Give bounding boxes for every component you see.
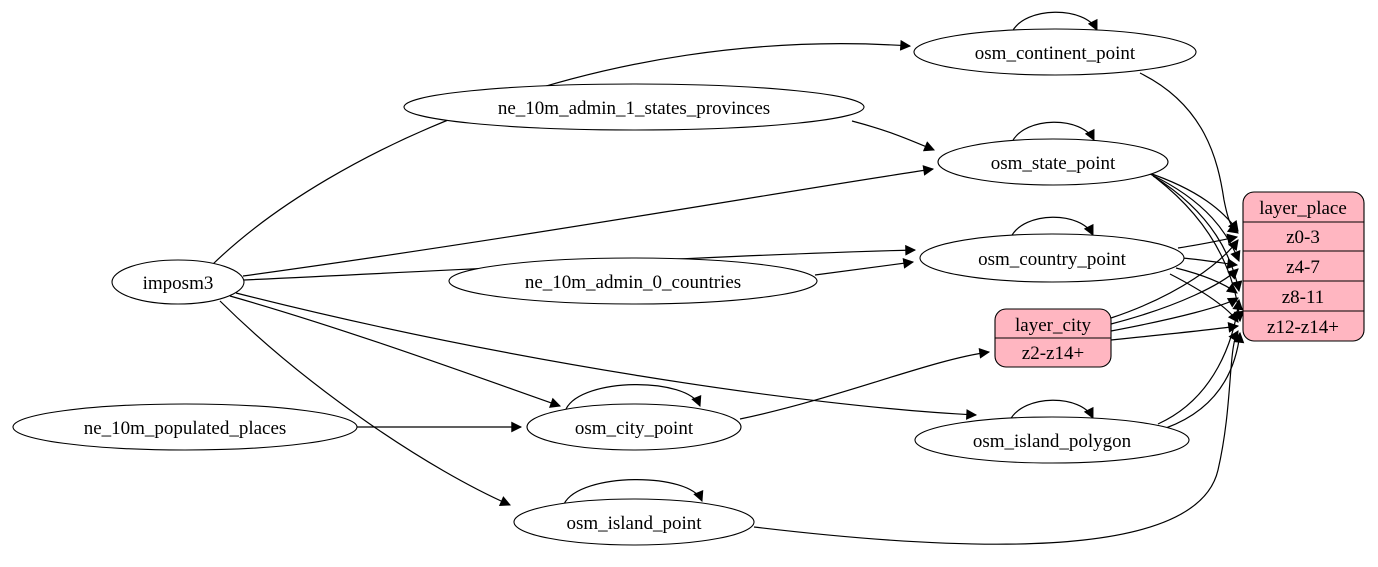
edge-osm_country_point-layer_place-z8-11 <box>1175 267 1238 294</box>
imposm3-label: imposm3 <box>143 273 214 294</box>
edge-group <box>211 11 1245 545</box>
osm_island_point-label: osm_island_point <box>566 513 702 534</box>
ne_10m_populated_places-ellipse <box>12 403 358 451</box>
edge-layer_city-layer_place-z12 <box>1110 322 1240 341</box>
node-osm_state_point: osm_state_point <box>937 138 1169 186</box>
edge-osm_state_point-layer_place-z4-7 <box>1149 173 1241 263</box>
node-imposm3: imposm3 <box>111 259 245 305</box>
layer_place-row-z12-z14: z12-z14+ <box>1267 317 1339 338</box>
edge-imposm3-osm_island_point <box>219 300 511 507</box>
osm_state_point-label: osm_state_point <box>991 153 1116 174</box>
osm_country_point-label: osm_country_point <box>978 249 1126 270</box>
ne_10m_admin_1_states_provinces-label: ne_10m_admin_1_states_provinces <box>498 98 770 119</box>
node-osm_island_point: osm_island_point <box>513 498 755 546</box>
record-layer_place: layer_place z0-3 z4-7 z8-11 z12-z14+ <box>1242 191 1365 342</box>
ne_10m_populated_places-label: ne_10m_populated_places <box>84 418 287 439</box>
osm_island_polygon-label: osm_island_polygon <box>973 431 1132 452</box>
node-ne_10m_admin_0_countries: ne_10m_admin_0_countries <box>448 257 818 305</box>
edge-osm_country_point-layer_place-z4-7 <box>1181 257 1239 270</box>
node-osm_city_point: osm_city_point <box>526 403 742 451</box>
layer_place-box <box>1242 191 1365 342</box>
osm_country_point-ellipse <box>919 233 1185 283</box>
osm_state_point-ellipse <box>937 138 1169 186</box>
edge-osm_country_point-layer_place-z0-3 <box>1177 233 1239 249</box>
ne_10m_admin_1_states_provinces-ellipse <box>403 83 865 131</box>
edge-imposm3-osm_city_point <box>229 295 562 408</box>
edge-layer_city-layer_place-z0-3 <box>1110 239 1239 319</box>
layer_city-title: layer_city <box>1015 315 1091 336</box>
node-ne_10m_populated_places: ne_10m_populated_places <box>12 403 358 451</box>
edge-imposm3-osm_state_point <box>242 165 935 277</box>
osm_city_point-label: osm_city_point <box>575 418 694 439</box>
ne_10m_admin_0_countries-label: ne_10m_admin_0_countries <box>525 272 741 293</box>
edge-layer_city-layer_place-z8-11 <box>1110 297 1239 332</box>
edge-osm_city_point-layer_city-z2 <box>739 347 991 420</box>
edge-osm_country_point-layer_place-z12 <box>1169 273 1239 323</box>
imposm3-ellipse <box>111 259 245 305</box>
self-loop-osm_state_point <box>1011 121 1095 143</box>
edge-imposm3-osm_continent_point <box>211 39 912 266</box>
layer_place-row-z0-3: z0-3 <box>1286 227 1320 248</box>
layer_place-row-z4-7: z4-7 <box>1286 257 1320 278</box>
self-loop-osm_country_point <box>1010 216 1094 238</box>
osm_continent_point-ellipse <box>913 28 1197 76</box>
edge-osm_state_point-layer_place-z0-3 <box>1145 171 1239 232</box>
layer_city-row-z2-z14: z2-z14+ <box>1022 343 1084 364</box>
edge-ne_10m_admin_1_states_provinces-osm_state_point <box>851 120 935 152</box>
edge-imposm3-osm_island_polygon <box>235 292 978 420</box>
edge-layer_city-layer_place-z4-7 <box>1110 268 1239 325</box>
node-ne_10m_admin_1_states_provinces: ne_10m_admin_1_states_provinces <box>403 83 865 131</box>
layer_place-row-z8-11: z8-11 <box>1282 287 1325 308</box>
self-loop-osm_continent_point <box>1011 11 1098 33</box>
osm_island_polygon-ellipse <box>914 416 1190 464</box>
record-layer_city: layer_city z2-z14+ <box>994 308 1112 368</box>
node-osm_continent_point: osm_continent_point <box>913 28 1197 76</box>
layer_place-title: layer_place <box>1259 198 1347 219</box>
edge-osm_island_point-layer_place-z12 <box>753 330 1239 545</box>
osm_continent_point-label: osm_continent_point <box>975 43 1136 64</box>
edge-osm_island_polygon-layer_place-z12 <box>1165 331 1245 429</box>
node-osm_island_polygon: osm_island_polygon <box>914 416 1190 464</box>
osm_island_point-ellipse <box>513 498 755 546</box>
self-loop-osm_city_point <box>565 384 702 410</box>
ne_10m_admin_0_countries-ellipse <box>448 257 818 305</box>
edge-osm_state_point-layer_place-z8-11 <box>1152 175 1243 293</box>
edge-ne_10m_admin_0_countries-osm_country_point <box>814 258 915 276</box>
osm_city_point-ellipse <box>526 403 742 451</box>
self-loop-osm_island_polygon <box>1009 399 1094 421</box>
node-osm_country_point: osm_country_point <box>919 233 1185 283</box>
self-loop-osm_island_point <box>563 479 704 505</box>
edge-osm_state_point-layer_place-z12 <box>1155 177 1245 323</box>
